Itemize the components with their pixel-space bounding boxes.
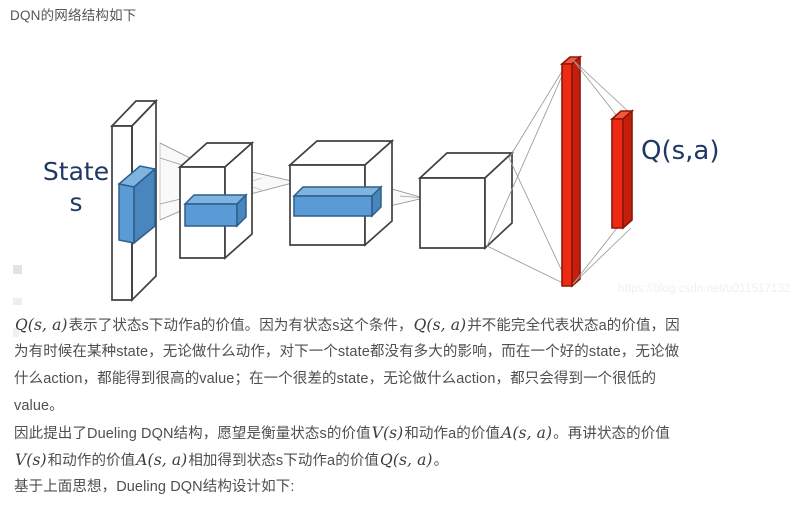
- line5-text-1: 因此提出了Dueling DQN结构，愿望是衡量状态s的价值: [14, 426, 371, 442]
- scan-artifact-2: [13, 298, 22, 305]
- scan-artifact-1: [13, 265, 22, 274]
- conv1-filter-blue: [117, 165, 157, 245]
- math-a-s-a-2: A(s, a): [136, 451, 188, 469]
- fully-connected-red-bar: [559, 55, 583, 288]
- scan-artifact-3: [13, 328, 19, 337]
- math-v-s-1: V(s): [371, 424, 404, 442]
- line1-text-2: 并不能完全代表状态a的价值，因: [467, 318, 680, 334]
- math-q-s-a-2: Q(s, a): [413, 316, 467, 334]
- math-q-s-a-1: Q(s, a): [15, 316, 68, 334]
- math-a-s-a-1: A(s, a): [501, 424, 553, 442]
- paragraph-line-6: V(s)和动作的价值A(s, a)相加得到状态s下动作a的价值Q(s, a)。: [14, 447, 794, 474]
- connector-group-output: [572, 59, 632, 285]
- line5-text-3: 。再讲状态的价值: [553, 426, 670, 442]
- line6-text-1: 和动作的价值: [47, 453, 136, 469]
- paragraph-line-1: Q(s, a)表示了状态s下动作a的价值。因为有状态s这个条件，Q(s, a)并…: [14, 312, 794, 339]
- line6-text-3: 。: [433, 453, 449, 469]
- conv3-filter-blue: [292, 185, 383, 218]
- math-v-s-2: V(s): [15, 451, 47, 469]
- watermark-url: https://blog.csdn.net/u011517132: [618, 283, 791, 295]
- line1-text-1: 表示了状态s下动作a的价值。因为有状态s这个条件，: [68, 318, 413, 334]
- article-body: Q(s, a)表示了状态s下动作a的价值。因为有状态s这个条件，Q(s, a)并…: [14, 312, 794, 501]
- line5-text-2: 和动作a的价值: [404, 426, 501, 442]
- dqn-architecture-figure: .ln { stroke:#404040; stroke-width:1.7; …: [0, 38, 800, 337]
- input-state-label: State s: [28, 156, 124, 218]
- output-q-label: Q(s,a): [641, 136, 720, 166]
- conv2-filter-blue: [183, 193, 248, 228]
- paragraph-line-7: 基于上面思想，Dueling DQN结构设计如下:: [14, 479, 295, 495]
- page-title: DQN的网络结构如下: [10, 8, 137, 23]
- state-label-line2: s: [69, 188, 83, 217]
- math-q-s-a-3: Q(s, a): [380, 451, 433, 469]
- state-label-line1: State: [42, 157, 110, 186]
- paragraph-line-4: value。: [14, 398, 64, 414]
- output-red-bar: [609, 109, 635, 230]
- conv3-volume-box: [417, 151, 515, 250]
- connector-group-fc: [486, 59, 570, 287]
- paragraph-line-5: 因此提出了Dueling DQN结构，愿望是衡量状态s的价值V(s)和动作a的价…: [14, 420, 794, 447]
- paragraph-line-2: 为有时候在某种state，无论做什么动作，对下一个state都没有多大的影响，而…: [14, 344, 680, 360]
- line6-text-2: 相加得到状态s下动作a的价值: [188, 453, 380, 469]
- paragraph-line-3: 什么action，都能得到很高的value；在一个很差的state，无论做什么a…: [14, 371, 657, 387]
- dqn-architecture-svg: .ln { stroke:#404040; stroke-width:1.7; …: [110, 55, 635, 303]
